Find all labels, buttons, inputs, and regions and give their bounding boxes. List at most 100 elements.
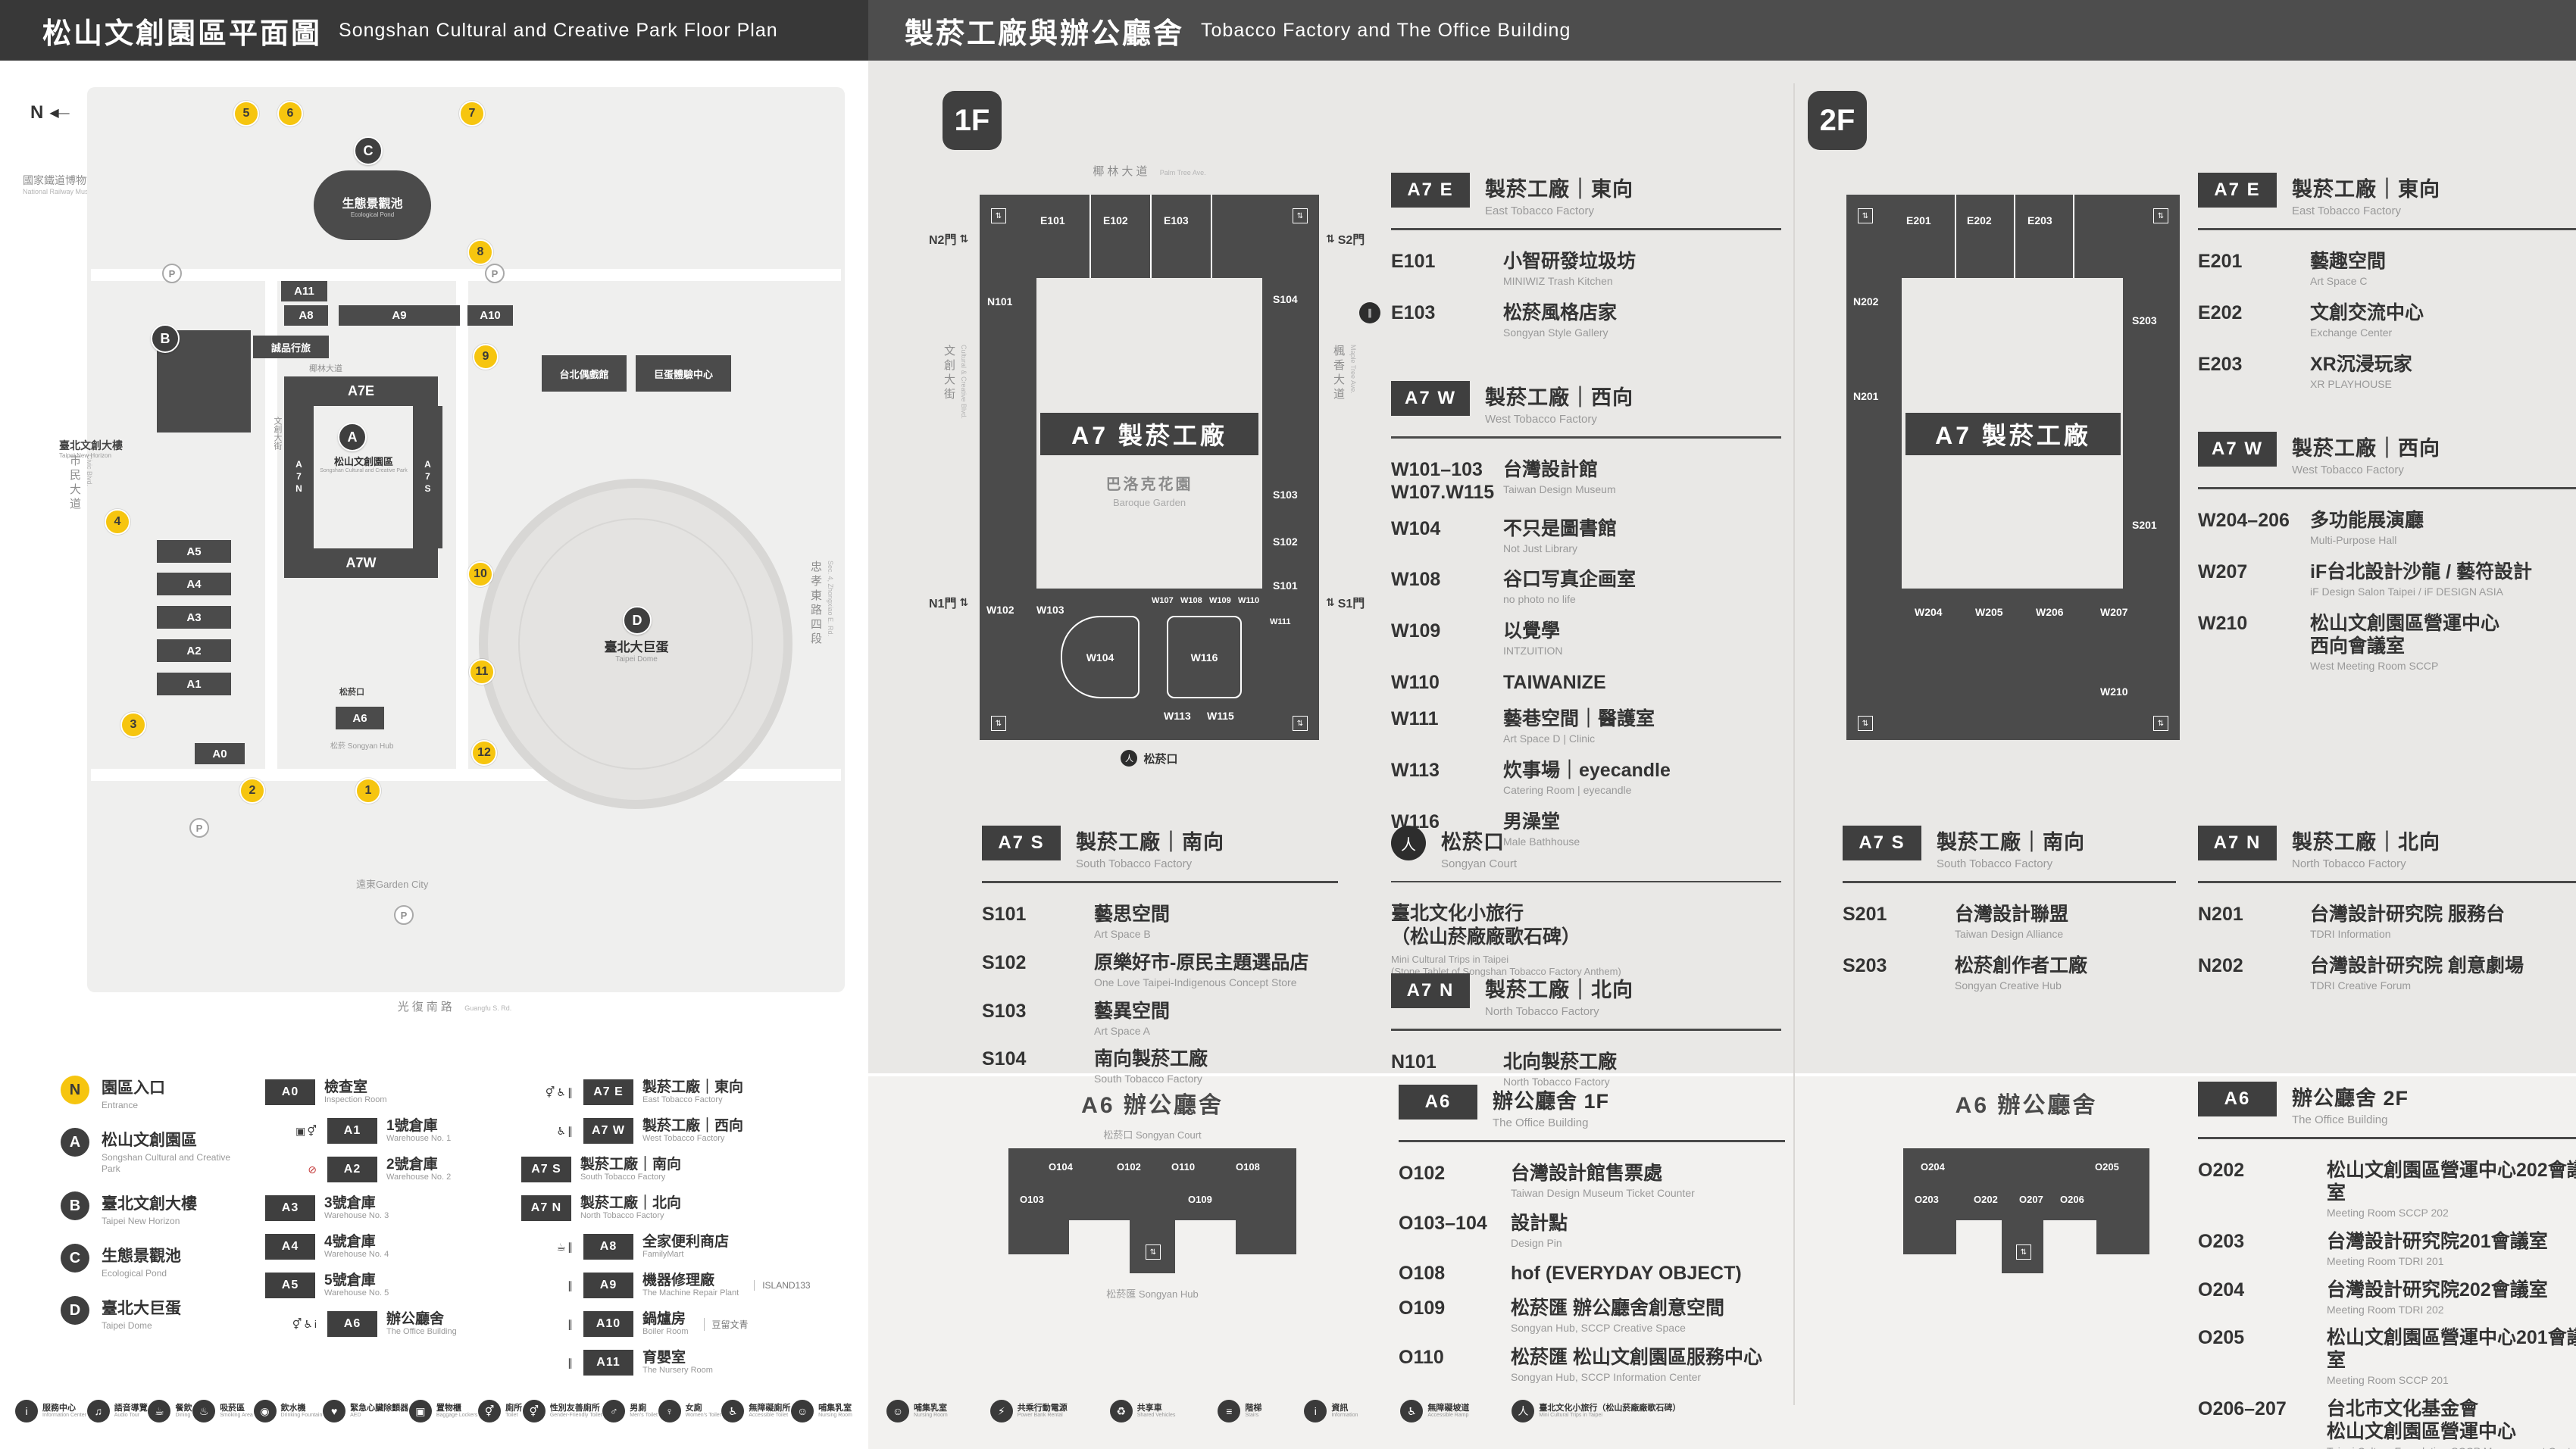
section-badge: A7 N [2198,826,2277,860]
legend-building-en: West Tobacco Factory [642,1134,725,1144]
room-row: O110 松菸匯 松山文創園區服務中心 Songyan Hub, SCCP In… [1399,1346,1785,1384]
facility-zh: 哺集乳室 [914,1403,947,1413]
legend-building-en: FamilyMart [642,1250,684,1260]
room-name-en: Taiwan Design Alliance [1955,928,2064,940]
plan-room-s103: S103 [1273,489,1298,501]
section-badge: A7 W [2198,432,2277,467]
legend-building-row: A0 檢查室 Inspection Room [265,1079,515,1105]
entrance-3: 3 [120,712,146,738]
section-title-zh: 製菸工廠｜南向 [1937,831,2085,854]
facility-zh: 共享車 [1136,1403,1162,1413]
pin-a: A [338,423,367,451]
legend-building-row: ▣⚥ A1 1號倉庫 Warehouse No. 1 [265,1118,515,1144]
legend-building-zh: 3號倉庫 [324,1194,376,1211]
room-name-zh: 不只是圖書館 [1503,517,1618,539]
section-badge: A7 N [1391,973,1470,1008]
room-code: E101 [1391,251,1436,272]
gate-n1: N1門⇅ [929,595,969,611]
facility-item: ♿ 無障礙坡道 Accessible Ramp [1400,1400,1469,1422]
facility-icon: i [15,1400,38,1422]
facility-item: i 資訊 Information [1304,1400,1358,1422]
songyan-court-foot: 人 松菸口 [976,750,1323,767]
section-title-en: West Tobacco Factory [1485,412,1597,426]
room-row: E101 小智研發垃圾坊 MINIWIZ Trash Kitchen [1391,250,1781,288]
plan-room-o207: O207 [2019,1194,2043,1205]
room-name-en: Meeting Room TDRI 201 [2327,1254,2444,1267]
stairs-icon: ⇅ [1858,208,1873,223]
room-code: W109 [1391,620,1441,642]
left-header: 松山文創園區平面圖 Songshan Cultural and Creative… [0,0,868,61]
legend-badges: ⊘ [308,1163,318,1176]
legend-badges: ▣⚥ [295,1124,318,1137]
room-name-zh: iF台北設計沙龍 / 藝符設計 [2310,561,2533,583]
legend-building-row: A3 3號倉庫 Warehouse No. 3 [265,1195,515,1221]
facility-item: ☺ 哺集乳室 Nursing Room [886,1400,948,1422]
room-name-zh: 台北市文化基金會松山文創園區營運中心 [2327,1398,2517,1443]
plan-room-o110: O110 [1171,1161,1196,1173]
section-badge: A7 S [982,826,1061,860]
legend-building-en: The Office Building [386,1327,457,1337]
room-name-zh: 松菸匯 松山文創園區服務中心 [1511,1347,1762,1369]
plan-room-e203: E203 [2027,214,2052,226]
entrance-8: 8 [467,239,493,265]
walking-person-icon: 人 [1121,750,1138,767]
room-name-zh: 松山文創園區營運中心西向會議室 [2310,612,2500,657]
facility-item: ☕ 餐飲 Dining [148,1400,192,1422]
plan-room-w207: W207 [2100,606,2128,618]
plan-room-s102: S102 [1273,536,1298,548]
legend-building-row: A7 S 製菸工廠｜南向 South Tobacco Factory [521,1157,866,1182]
compass: N ◀— [30,102,70,123]
legend-building-code: A7 N [521,1195,571,1221]
parking-icon: P [485,264,505,283]
room-row: O108 hof (EVERYDAY OBJECT) [1399,1262,1785,1285]
facility-icon: ≡ [1218,1400,1241,1422]
parking-icon: P [162,264,182,283]
plan-room-w108: W108 [1180,596,1202,605]
map-building-a2: A2 [157,639,231,662]
facility-zh: 語音導覽 [114,1403,148,1413]
facility-zh: 服務中心 [42,1403,76,1413]
room-name-en: Songyan Hub, SCCP Creative Space [1511,1321,1686,1334]
section-title-zh: 製菸工廠｜西向 [1485,386,1633,409]
plan-room-w210: W210 [2100,685,2128,698]
facility-en: Mini Cultural Trips in Taipei [1539,1413,1602,1419]
legend-building-zh: 全家便利商店 [642,1233,730,1250]
legend-building-row: A4 4號倉庫 Warehouse No. 4 [265,1234,515,1260]
stairs-icon: ⇅ [2153,716,2168,731]
room-code: W111 [1391,707,1439,729]
facility-en: Stairs [1245,1413,1259,1419]
section-title-en: The Office Building [2292,1113,2388,1126]
room-code: S201 [1843,904,1887,925]
legend-building-zh: 製菸工廠｜西向 [642,1117,744,1134]
room-name-zh: 設計點 [1511,1212,1568,1234]
plan-room-o109: O109 [1188,1194,1212,1205]
room-row: S102 原樂好市-原民主題選品店 One Love Taipei-Indige… [982,951,1338,989]
legend-building-en: Warehouse No. 3 [324,1211,389,1221]
room-name-zh: 松菸風格店家 [1503,301,1618,323]
street-label-guangfu: 光復南路 Guangfu S. Rd. [397,1001,512,1013]
legend-buildings-col1: A0 檢查室 Inspection Room ▣⚥ A1 1號倉庫 Wareho… [265,1079,515,1350]
facility-zh: 無障礙坡道 [1427,1403,1470,1413]
legend-pin: D [61,1296,89,1325]
legend-landmark-en: Songshan Cultural and Creative Park [102,1152,231,1174]
facility-item: ♻ 共享車 Shared Vehicles [1109,1400,1175,1422]
room-code: O206–207 [2198,1398,2287,1420]
facility-icon: ⚥ [522,1400,546,1422]
stairs-icon: ⇅ [991,208,1006,223]
court-item-en: Mini Cultural Trips in Taipei [1391,953,1509,965]
a6-court-label: 松菸口 Songyan Court [1103,1129,1202,1141]
room-name-en: no photo no life [1503,593,1576,606]
room-code: W110 [1391,671,1440,693]
railway-museum-label: 國家鐵道博物館 National Railway Museum [23,174,102,195]
room-row: W109 以覺學 INTZUITION [1391,620,1781,657]
facility-en: Nursing Room [818,1413,852,1419]
legend-note: ISLAND133 [754,1280,811,1291]
room-row: W111 藝巷空間｜醫護室 Art Space D | Clinic [1391,707,1781,745]
facility-en: Information [1331,1413,1358,1419]
a6-2f-plan: A6 辦公廳舍 O204 O205 O203 O202 O207 O206 ⇅ [1884,1082,2168,1385]
room-code: O205 [2198,1327,2245,1349]
facility-item: ≡ 階梯 Stairs [1218,1400,1261,1422]
dome-label: 臺北大巨蛋 Taipei Dome [604,640,669,664]
room-name-zh: 小智研發垃圾坊 [1503,251,1637,272]
